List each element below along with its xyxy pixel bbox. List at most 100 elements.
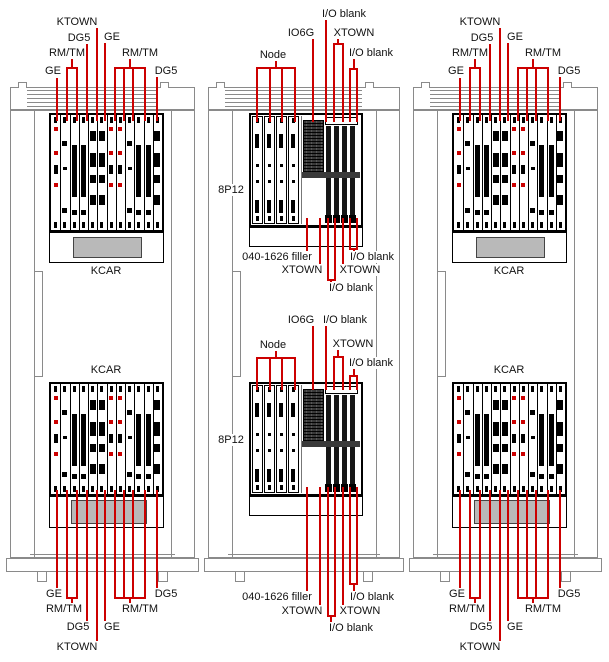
annotation-label: I/O blank	[327, 282, 375, 294]
xio-card-connector-icon	[333, 484, 340, 492]
node-ejector-icon	[268, 216, 271, 221]
card-ejector-icon	[512, 117, 516, 123]
leader-bracket	[333, 356, 344, 358]
card-slot-divider	[528, 115, 529, 230]
card-heatsink-icon	[145, 145, 151, 197]
card-slot-divider	[97, 384, 99, 494]
annotation-label: GE	[506, 31, 524, 43]
card-slot-divider	[115, 115, 117, 230]
annotation-label: RM/TM	[447, 603, 487, 615]
node-dot-icon	[280, 449, 283, 452]
card-ejector-icon	[72, 117, 76, 123]
leader-bracket	[256, 357, 296, 359]
card-ejector-icon	[81, 222, 85, 228]
card-heatsink-icon	[483, 145, 489, 197]
leader-line	[327, 487, 329, 615]
card-ejector-icon	[521, 486, 525, 492]
annotation-label: GE	[448, 588, 466, 600]
leader-line	[333, 43, 335, 122]
rack-cap-lug	[365, 82, 374, 88]
card-ejector-icon	[146, 486, 150, 492]
node-handle-icon	[267, 200, 271, 213]
card-ejector-icon	[54, 486, 58, 492]
leader-line	[123, 490, 125, 597]
leader-line	[334, 218, 336, 279]
leader-line	[319, 487, 321, 605]
node-handle-icon	[291, 403, 295, 417]
leader-line	[306, 487, 308, 591]
card-connector-icon	[89, 422, 96, 436]
annotation-label: KTOWN	[458, 16, 502, 28]
leader-line	[342, 487, 344, 605]
module-caption: 8P12	[217, 434, 245, 446]
annotation-label: DG5	[66, 32, 92, 44]
xio-top-connector	[325, 386, 358, 394]
card-chip-icon	[127, 141, 133, 146]
annotation-label: XTOWN	[331, 338, 375, 350]
card-chip-icon	[145, 210, 151, 215]
node-ejector-icon	[280, 485, 283, 490]
card-ejector-icon	[475, 117, 479, 123]
leader-line	[469, 67, 471, 121]
node-dot-icon	[292, 180, 295, 183]
card-connector-icon	[154, 444, 161, 452]
card-chip-icon	[127, 472, 133, 477]
card-slot-divider	[491, 384, 492, 494]
node-handle-icon	[291, 134, 295, 148]
card-ejector-icon	[100, 486, 104, 492]
leader-stub	[129, 59, 131, 67]
leader-line	[499, 490, 501, 641]
leader-line	[333, 356, 335, 390]
io6g-board	[303, 120, 324, 176]
card-ejector-icon	[540, 486, 544, 492]
card-ejector-icon	[558, 386, 562, 392]
card-ejector-icon	[118, 486, 122, 492]
leader-line	[325, 20, 327, 122]
card-ejector-icon	[81, 486, 85, 492]
card-heatsink-icon	[539, 145, 545, 197]
card-heatsink-icon	[136, 414, 142, 466]
card-chip-icon	[127, 436, 132, 439]
rack-mid-rail	[34, 271, 43, 377]
node-handle-icon	[279, 200, 283, 213]
node-ejector-icon	[292, 216, 295, 221]
card-chip-icon	[474, 474, 480, 479]
annotation-label: Node	[258, 49, 288, 61]
card-slot-divider	[537, 115, 539, 230]
leader-line	[342, 218, 344, 264]
card-connector-icon	[154, 131, 161, 141]
card-ejector-icon	[155, 386, 159, 392]
leader-line	[294, 357, 296, 390]
card-ejector-icon	[118, 386, 122, 392]
card-ejector-icon	[466, 386, 470, 392]
card-led-icon	[521, 151, 526, 155]
card-chip-icon	[53, 165, 58, 174]
card-led-icon	[53, 127, 58, 131]
card-heatsink-icon	[136, 145, 142, 197]
card-slot-divider	[152, 115, 154, 230]
tray-panel	[71, 500, 147, 524]
annotation-label: XTOWN	[338, 264, 382, 276]
card-connector-icon	[492, 153, 499, 167]
leader-line	[517, 67, 519, 121]
leader-line	[114, 490, 116, 597]
card-led-icon	[109, 420, 114, 424]
leader-line	[312, 39, 314, 122]
leader-stub	[353, 59, 355, 68]
card-ejector-icon	[549, 117, 553, 123]
card-ejector-icon	[72, 222, 76, 228]
leader-bracket	[66, 67, 78, 69]
card-led-icon	[109, 127, 114, 131]
leader-line	[144, 490, 146, 597]
card-connector-icon	[501, 175, 508, 183]
xio-card-connector-icon	[341, 215, 348, 223]
card-chip-icon	[80, 474, 86, 479]
card-connector-icon	[98, 153, 105, 167]
leader-line	[114, 67, 116, 121]
tray-panel	[476, 237, 545, 258]
leader-bracket	[333, 43, 344, 45]
annotation-label: I/O blank	[348, 251, 396, 263]
card-slot-divider	[500, 115, 502, 230]
card-chip-icon	[136, 210, 142, 215]
